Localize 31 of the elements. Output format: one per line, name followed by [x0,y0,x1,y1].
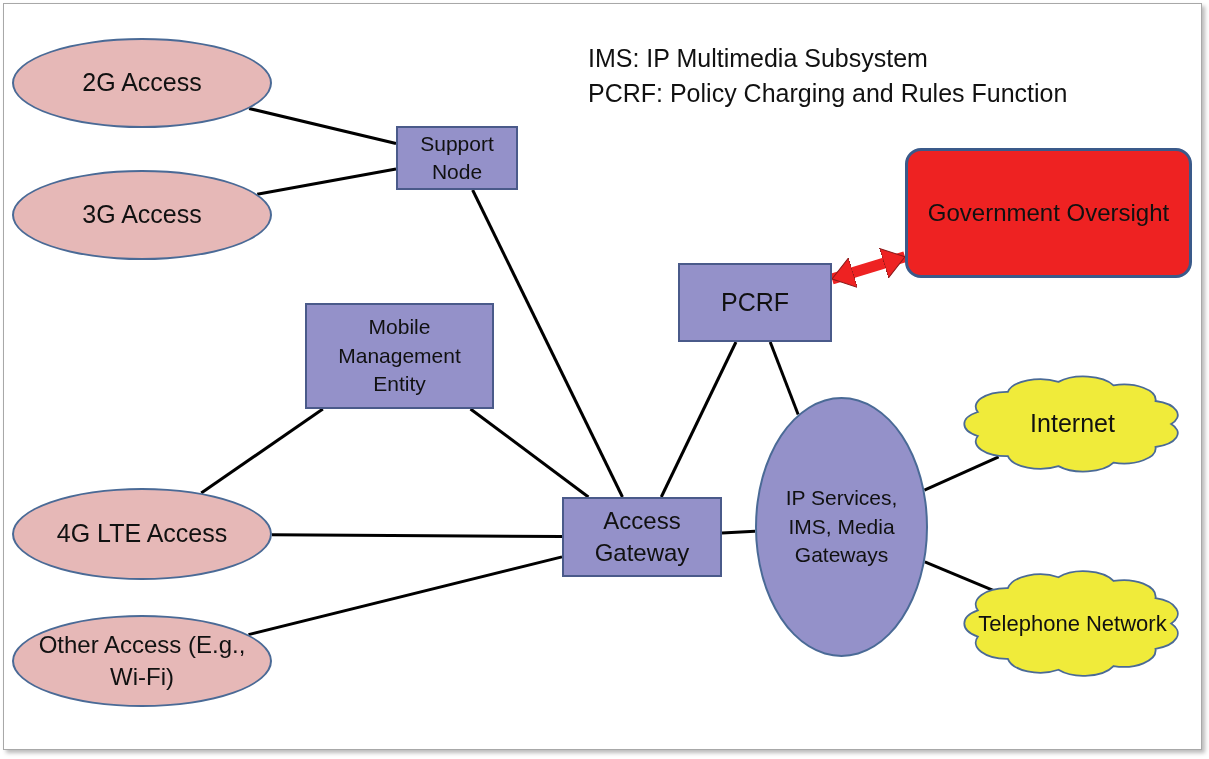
connector-line [924,560,994,592]
process-box [678,263,832,342]
rounded-box [905,148,1192,278]
node-label: Other Access (E.g., Wi-Fi) [37,629,247,692]
note-text: IMS: IP Multimedia Subsystem [588,44,929,73]
connector-line [659,341,738,498]
connector-line [469,407,590,499]
connector-line [256,167,397,196]
node-label: Access Gateway [593,505,691,568]
connector-line [271,533,562,538]
connector-line [923,455,1000,492]
node-label: PCRF [719,286,791,318]
node-label: Mobile Management Entity [337,314,462,398]
process-box [396,126,518,190]
node-label: 3G Access [81,199,203,231]
node-label: Internet [1029,408,1116,440]
connector-line [721,529,756,535]
connector-line [248,555,563,637]
connector-line [248,107,397,145]
connector-line [471,189,624,498]
node-label: Telephone Network [977,609,1168,638]
process-box [305,303,494,409]
node-label: 4G LTE Access [55,518,229,550]
node-label: 2G Access [81,67,203,99]
connector-line [200,407,324,495]
note-text: PCRF: Policy Charging and Rules Function [588,79,1068,108]
connector-line [768,341,800,416]
process-box [562,497,722,577]
node-label: Support Node [419,130,495,185]
node-label: Government Oversight [926,197,1171,228]
node-label: IP Services, IMS, Media Gateways [784,485,899,569]
